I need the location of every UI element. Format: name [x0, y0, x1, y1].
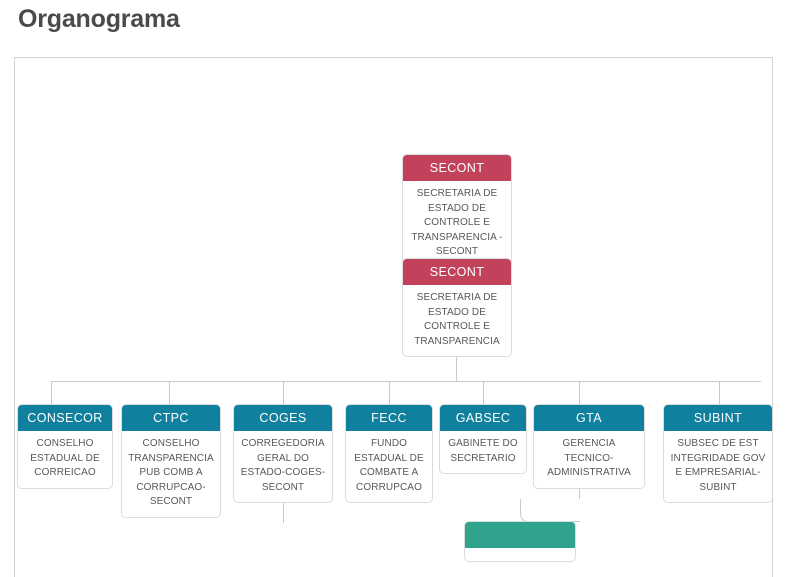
org-node-name: CORREGEDORIA GERAL DO ESTADO-COGES-SECON…	[240, 438, 326, 493]
org-node-name: SUBSEC DE EST INTEGRIDADE GOV E EMPRESAR…	[670, 438, 766, 493]
org-node-name: SECRETARIA DE ESTADO DE CONTROLE E TRANS…	[411, 188, 503, 257]
org-node-acronym: COGES	[234, 405, 332, 431]
org-node-acronym: GTA	[534, 405, 644, 431]
org-node-subint[interactable]: SUBINT SUBSEC DE EST INTEGRIDADE GOV E E…	[663, 404, 772, 503]
org-node-name: CONSELHO ESTADUAL DE CORREICAO	[30, 438, 100, 478]
connector-drop-gta	[579, 381, 580, 404]
org-node-acronym: SECONT	[403, 259, 511, 285]
org-node-acronym: SECONT	[403, 155, 511, 181]
org-node-ctpc[interactable]: CTPC CONSELHO TRANSPARENCIA PUB COMB A C…	[121, 404, 221, 518]
connector-drop-ctpc	[169, 381, 170, 404]
org-node-gabsec[interactable]: GABSEC GABINETE DO SECRETARIO	[439, 404, 527, 474]
org-node-name	[465, 548, 575, 561]
connector-drop-consecor	[51, 381, 52, 404]
page-title: Organograma	[18, 5, 180, 33]
connector-drop-subint	[719, 381, 720, 404]
org-node-coges[interactable]: COGES CORREGEDORIA GERAL DO ESTADO-COGES…	[233, 404, 333, 503]
connector-gta-descender	[579, 483, 580, 499]
org-node-fecc[interactable]: FECC FUNDO ESTADUAL DE COMBATE A CORRUPC…	[345, 404, 433, 503]
connector-drop-coges	[283, 381, 284, 404]
org-node-consecor[interactable]: CONSECOR CONSELHO ESTADUAL DE CORREICAO	[17, 404, 113, 489]
connector-coges-descender	[283, 501, 284, 523]
connector-drop-fecc	[389, 381, 390, 404]
org-node-name: CONSELHO TRANSPARENCIA PUB COMB A CORRUP…	[128, 438, 214, 507]
org-node-secont[interactable]: SECONT SECRETARIA DE ESTADO DE CONTROLE …	[402, 258, 512, 357]
org-chart-panel: SECONT SECRETARIA DE ESTADO DE CONTROLE …	[14, 57, 773, 577]
connector-horizontal-bus	[51, 381, 761, 382]
org-node-secont-root[interactable]: SECONT SECRETARIA DE ESTADO DE CONTROLE …	[402, 154, 512, 268]
org-node-acronym: SUBINT	[664, 405, 772, 431]
org-node-gta[interactable]: GTA GERENCIA TECNICO-ADMINISTRATIVA	[533, 404, 645, 489]
org-node-acronym: CTPC	[122, 405, 220, 431]
org-node-acronym	[465, 522, 575, 548]
connector-gta-elbow	[520, 499, 580, 522]
org-node-name: GERENCIA TECNICO-ADMINISTRATIVA	[547, 438, 631, 478]
org-node-name: SECRETARIA DE ESTADO DE CONTROLE E TRANS…	[414, 292, 500, 347]
org-node-acronym: GABSEC	[440, 405, 526, 431]
connector-drop-gabsec	[483, 381, 484, 404]
org-node-name: FUNDO ESTADUAL DE COMBATE A CORRUPCAO	[354, 438, 424, 493]
org-node-gta-child[interactable]	[464, 521, 576, 562]
org-node-acronym: FECC	[346, 405, 432, 431]
org-node-acronym: CONSECOR	[18, 405, 112, 431]
org-node-name: GABINETE DO SECRETARIO	[448, 438, 518, 464]
